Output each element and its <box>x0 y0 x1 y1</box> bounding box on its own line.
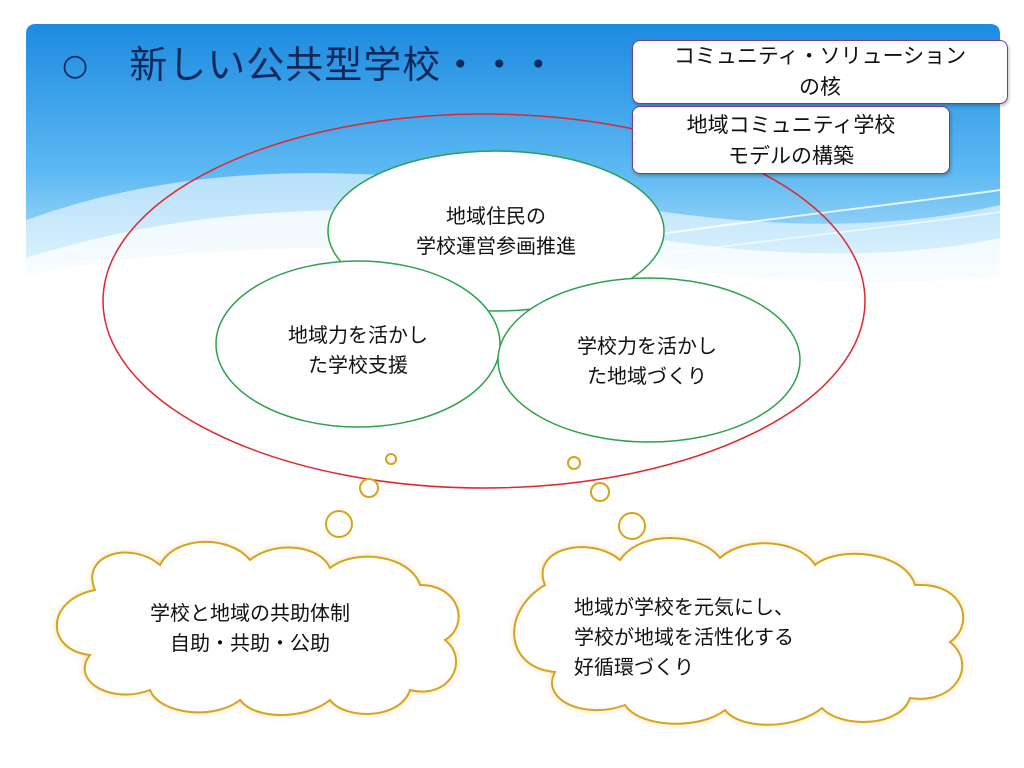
cloud-right-text: 地域が学校を元気にし、 学校が地域を活性化する 好循環づくり <box>574 592 874 682</box>
circle-school-support <box>215 260 501 428</box>
circle-line: た地域づくり <box>587 364 707 388</box>
cloud-line: 学校と地域の共助体制 <box>150 601 350 625</box>
circle-community-building <box>497 277 801 443</box>
callout-line: の核 <box>799 75 841 99</box>
cloud-right <box>513 537 965 726</box>
callout-line: 地域コミュニティ学校 <box>686 113 896 137</box>
title-bullet: ○ <box>62 48 90 83</box>
circle-community-building-text: 学校力を活かし た地域づくり <box>547 331 747 391</box>
cloud-left <box>55 540 460 716</box>
circle-line: 地域住民の <box>446 204 546 228</box>
callout-line: コミュニティ・ソリューション <box>673 44 967 68</box>
cloud-line: 学校が地域を活性化する <box>574 625 794 649</box>
circle-line: た学校支援 <box>308 353 408 377</box>
circle-school-support-text: 地域力を活かし た学校支援 <box>258 320 458 380</box>
cloud-line: 好循環づくり <box>574 655 694 679</box>
cloud-left-text: 学校と地域の共助体制 自助・共助・公助 <box>100 598 400 658</box>
cloud-line: 自助・共助・公助 <box>170 631 330 655</box>
circle-line: 学校力を活かし <box>577 334 717 358</box>
slide-title: ○ 新しい公共型学校・・・ <box>62 34 558 89</box>
title-text: 新しい公共型学校・・・ <box>129 43 559 87</box>
cloud-line: 地域が学校を元気にし、 <box>574 595 794 619</box>
circle-line: 地域力を活かし <box>288 323 428 347</box>
callout-community-solution: コミュニティ・ソリューション の核 <box>632 40 1008 104</box>
callout-community-school-model: 地域コミュニティ学校 モデルの構築 <box>632 106 950 174</box>
circle-line: 学校運営参画推進 <box>416 234 576 258</box>
callout-line: モデルの構築 <box>728 144 854 168</box>
thought-bubbles-right <box>567 456 646 540</box>
thought-bubbles-left <box>325 453 397 538</box>
outer-ellipse <box>102 113 866 489</box>
circle-residents-text: 地域住民の 学校運営参画推進 <box>396 201 596 261</box>
